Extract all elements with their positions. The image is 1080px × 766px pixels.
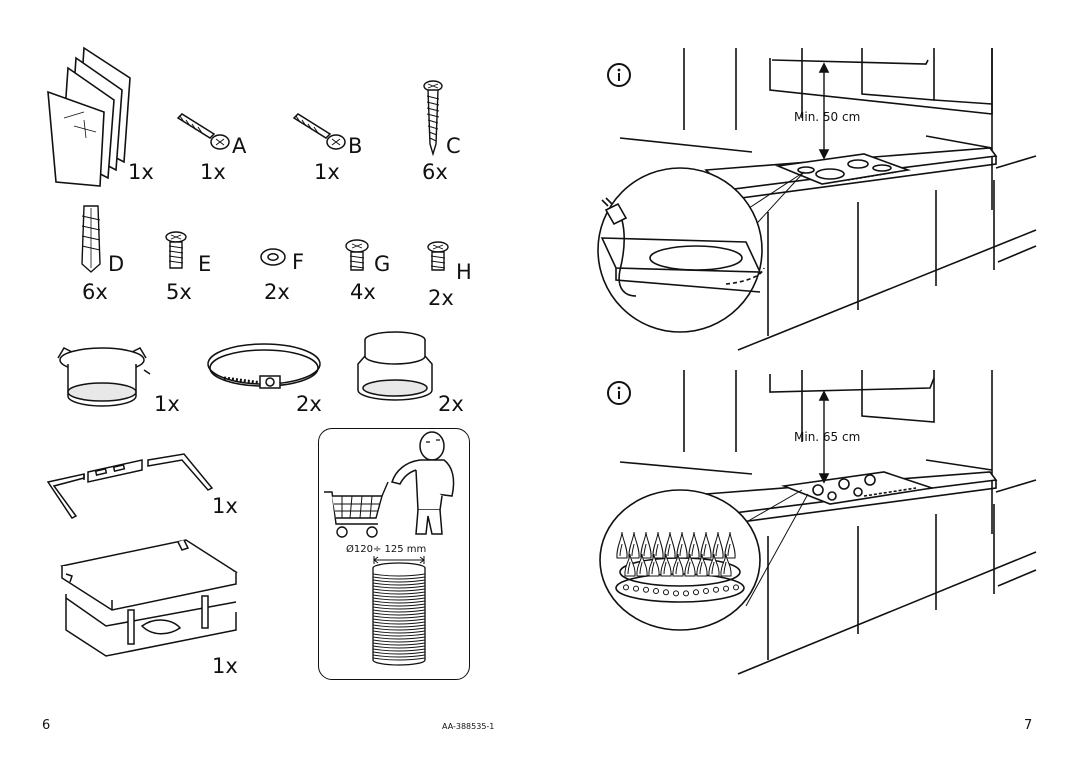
part-c-label: C (446, 134, 461, 158)
shelf-assembly-icon (56, 536, 246, 664)
screw-b-icon (290, 112, 350, 152)
part-e-quantity: 5x (166, 280, 192, 304)
part-g-label: G (374, 252, 391, 276)
duct-dimension-arrow (372, 556, 426, 564)
gas-min-distance: Min. 65 cm (794, 430, 861, 444)
bracket-quantity: 1x (212, 494, 238, 518)
part-f-label: F (292, 250, 305, 274)
screw-g-icon (344, 238, 370, 274)
flexible-duct-icon (370, 562, 428, 668)
document-code: AA-388535-1 (442, 722, 495, 731)
bracket-icon (44, 454, 216, 524)
duct-adapter-icon (52, 340, 152, 412)
part-g-quantity: 4x (350, 280, 376, 304)
part-h-label: H (456, 260, 472, 284)
shopping-cart-icon (324, 474, 392, 540)
part-h-quantity: 2x (428, 286, 454, 310)
part-a-label: A (232, 134, 247, 158)
part-c-quantity: 6x (422, 160, 448, 184)
part-a-quantity: 1x (200, 160, 226, 184)
electric-hob-installation-scene (596, 40, 1036, 352)
screw-c-icon (422, 80, 444, 156)
part-e-label: E (198, 252, 212, 276)
reducer-quantity: 2x (438, 392, 464, 416)
page-number-right: 7 (1024, 718, 1033, 733)
wall-plug-d-icon (76, 204, 106, 274)
ikea-figure-icon (386, 430, 466, 540)
duct-diameter-label: Ø120÷ 125 mm (346, 544, 427, 555)
manual-booklet-icon (44, 42, 134, 192)
screw-e-icon (164, 230, 188, 272)
info-icon (606, 62, 632, 88)
page-number-left: 6 (42, 718, 51, 733)
info-icon-2 (606, 380, 632, 406)
part-b-quantity: 1x (314, 160, 340, 184)
screw-h-icon (426, 240, 450, 274)
washer-f-icon (258, 246, 288, 268)
part-f-quantity: 2x (264, 280, 290, 304)
manual-quantity: 1x (128, 160, 154, 184)
screw-a-icon (174, 112, 234, 152)
adapter-quantity: 1x (154, 392, 180, 416)
part-d-quantity: 6x (82, 280, 108, 304)
gas-hob-installation-scene (596, 362, 1036, 678)
clamp-quantity: 2x (296, 392, 322, 416)
shelf-quantity: 1x (212, 654, 238, 678)
hose-clamp-icon (204, 338, 324, 398)
part-b-label: B (348, 134, 363, 158)
duct-reducer-icon (352, 330, 438, 406)
electric-min-distance: Min. 50 cm (794, 110, 861, 124)
part-d-label: D (108, 252, 125, 276)
